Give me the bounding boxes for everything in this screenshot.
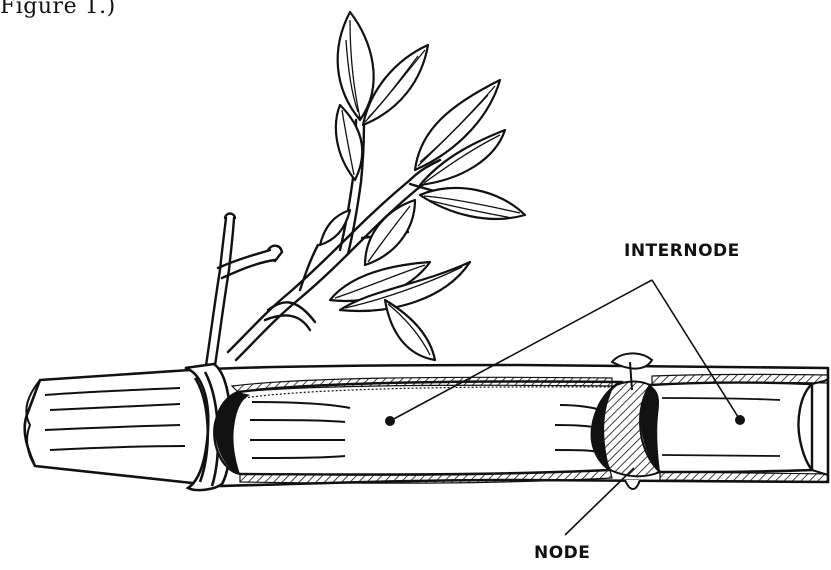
label-node: NODE <box>534 543 590 563</box>
label-internode: INTERNODE <box>624 241 740 261</box>
right-section <box>642 380 828 475</box>
internode-cavity <box>214 381 620 474</box>
